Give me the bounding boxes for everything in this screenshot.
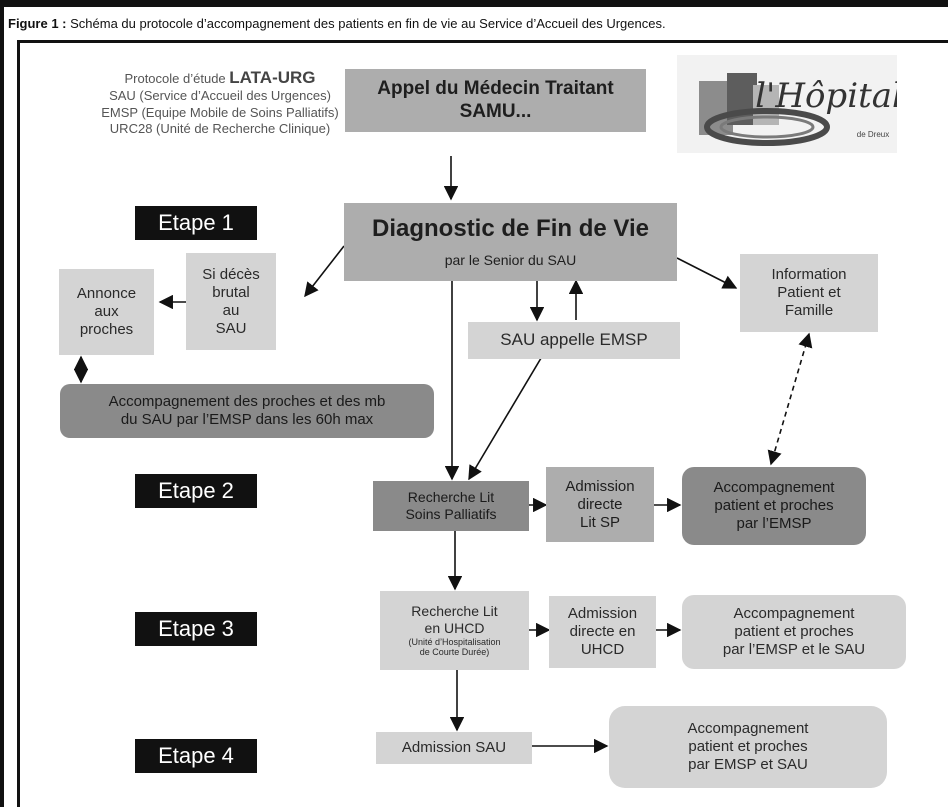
recherche-uhcd-note1: (Unité d’Hospitalisation bbox=[408, 636, 501, 647]
admission-sp-line1: Admission bbox=[565, 477, 635, 495]
diagnostic-subtitle: par le Senior du SAU bbox=[444, 252, 577, 268]
deces-line2: brutal bbox=[212, 283, 250, 301]
hospital-logo: l'Hôpital de Dreux bbox=[677, 55, 897, 153]
arrow-diagnostic-information bbox=[676, 257, 738, 289]
caption-text: Schéma du protocole d’accompagnement des… bbox=[66, 16, 666, 31]
accompagnement-emsp-box: Accompagnement patient et proches par l’… bbox=[682, 467, 866, 545]
accomp-uhcd-line2: patient et proches bbox=[734, 623, 854, 640]
figure-caption: Figure 1 : Schéma du protocole d’accompa… bbox=[8, 16, 666, 31]
recherche-lit-uhcd-box: Recherche Lit en UHCD (Unité d’Hospitali… bbox=[380, 591, 529, 670]
arrow-diagnostic-deces bbox=[304, 245, 345, 298]
appel-line2: SAMU... bbox=[459, 100, 532, 122]
admission-sp-line3: Lit SP bbox=[579, 513, 621, 531]
accomp-proches-line1: Accompagnement des proches et des mb bbox=[108, 393, 386, 410]
admission-uhcd-line3: UHCD bbox=[580, 641, 625, 658]
accomp-emsp-line2: patient et proches bbox=[714, 497, 834, 514]
diagnostic-title: Diagnostic de Fin de Vie bbox=[372, 215, 649, 243]
information-line2: Patient et bbox=[777, 284, 841, 301]
admission-lit-sp-box: Admission directe Lit SP bbox=[546, 467, 654, 542]
annonce-line1: Annonce bbox=[76, 285, 137, 302]
recherche-uhcd-line2: en UHCD bbox=[424, 620, 485, 637]
step-1-label: Etape 1 bbox=[135, 206, 257, 240]
accompagnement-uhcd-box: Accompagnement patient et proches par l’… bbox=[682, 595, 906, 669]
arrow-information-accompagnement bbox=[767, 332, 813, 466]
information-line3: Famille bbox=[784, 302, 834, 319]
sau-appelle-emsp-box: SAU appelle EMSP bbox=[468, 322, 680, 359]
arrow-emsp-recherche-sp bbox=[468, 337, 554, 481]
recherche-uhcd-line1: Recherche Lit bbox=[411, 603, 498, 620]
study-info-line3: EMSP (Equipe Mobile de Soins Palliatifs) bbox=[101, 104, 339, 120]
accomp-uhcd-line3: par l’EMSP et le SAU bbox=[722, 641, 866, 658]
admission-uhcd-box: Admission directe en UHCD bbox=[549, 596, 656, 668]
accomp-uhcd-line1: Accompagnement bbox=[733, 605, 855, 622]
appel-medecin-box: Appel du Médecin Traitant SAMU... bbox=[345, 69, 646, 132]
recherche-lit-sp-box: Recherche Lit Soins Palliatifs bbox=[373, 481, 529, 531]
caption-prefix: Figure 1 : bbox=[8, 16, 67, 31]
diagram-frame bbox=[17, 40, 948, 807]
accompagnement-sau-box: Accompagnement patient et proches par EM… bbox=[609, 706, 887, 788]
recherche-sp-line1: Recherche Lit bbox=[407, 489, 495, 506]
step-2-label: Etape 2 bbox=[135, 474, 257, 508]
logo-subtext: de Dreux bbox=[857, 130, 889, 139]
deces-brutal-box: Si décès brutal au SAU bbox=[186, 253, 276, 350]
admission-uhcd-line1: Admission bbox=[567, 605, 638, 622]
recherche-uhcd-note2: de Courte Durée) bbox=[419, 647, 490, 658]
accomp-sau-line2: patient et proches bbox=[688, 738, 808, 755]
accompagnement-proches-box: Accompagnement des proches et des mb du … bbox=[60, 384, 434, 438]
recherche-sp-line2: Soins Palliatifs bbox=[405, 506, 497, 522]
study-protocol-prefix: Protocole d’étude bbox=[124, 71, 230, 86]
accomp-emsp-line3: par l’EMSP bbox=[736, 515, 812, 532]
deces-line1: Si décès bbox=[202, 265, 260, 283]
study-info-line4: URC28 (Unité de Recherche Clinique) bbox=[109, 120, 331, 136]
sau-emsp-label: SAU appelle EMSP bbox=[500, 330, 648, 350]
study-info: Protocole d’étude LATA-URG SAU (Service … bbox=[70, 67, 370, 137]
accomp-sau-line3: par EMSP et SAU bbox=[688, 756, 808, 773]
information-patient-box: Information Patient et Famille bbox=[740, 254, 878, 332]
accomp-emsp-line1: Accompagnement bbox=[713, 479, 835, 496]
study-info-line1: Protocole d’étude LATA-URG bbox=[70, 67, 370, 88]
annonce-line3: proches bbox=[79, 321, 134, 338]
deces-line3: au bbox=[222, 301, 240, 319]
admission-sau-box: Admission SAU bbox=[376, 732, 532, 764]
study-protocol-name: LATA-URG bbox=[229, 68, 316, 87]
admission-uhcd-line2: directe en bbox=[569, 623, 636, 640]
annonce-proches-box: Annonce aux proches bbox=[59, 269, 154, 355]
logo-text: l'Hôpital bbox=[755, 76, 897, 116]
admission-sp-line2: directe bbox=[577, 495, 623, 513]
deces-line4: SAU bbox=[215, 319, 247, 337]
information-line1: Information bbox=[771, 266, 847, 283]
step-4-label: Etape 4 bbox=[135, 739, 257, 773]
admission-sau-label: Admission SAU bbox=[401, 739, 507, 756]
accomp-sau-line1: Accompagnement bbox=[687, 720, 809, 737]
study-info-line2: SAU (Service d’Accueil des Urgences) bbox=[109, 88, 331, 104]
diagnostic-box: Diagnostic de Fin de Vie par le Senior d… bbox=[344, 203, 677, 281]
step-3-label: Etape 3 bbox=[135, 612, 257, 646]
annonce-line2: aux bbox=[94, 303, 119, 320]
appel-line1: Appel du Médecin Traitant bbox=[377, 77, 614, 99]
accomp-proches-line2: du SAU par l’EMSP dans les 60h max bbox=[120, 411, 374, 428]
